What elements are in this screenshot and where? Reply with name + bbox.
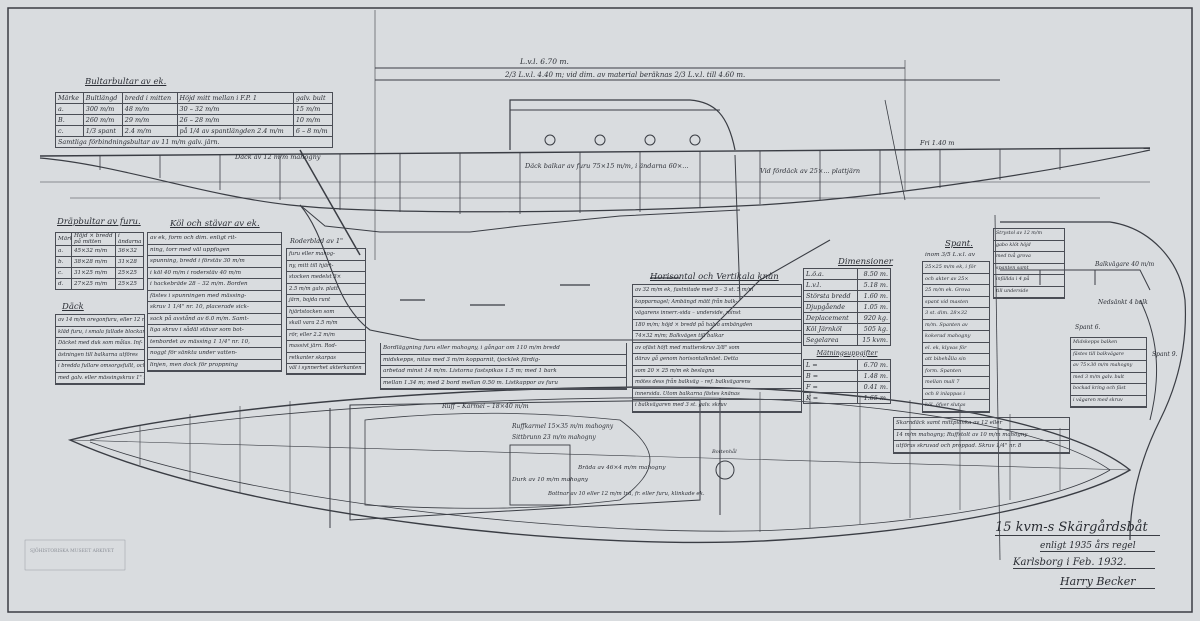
table-row: F =0.41 m. xyxy=(803,381,892,393)
stringer-text-block: av 32 m/m ek, fastnitade med 3 – 3 st. 5… xyxy=(632,284,802,413)
table-row: L.v.l.5.18 m. xyxy=(803,279,892,291)
deck-label: Däck av 12 m/m mahogny xyxy=(235,153,321,161)
drawing-title: 15 kvm-s Skärgårdsbåt xyxy=(995,520,1160,536)
drop-table-title: Dräpbultar av furu. xyxy=(57,217,141,227)
section-label: Spant 6. xyxy=(1075,324,1101,331)
plan-label-cockpit: Ruffkarmel 15×35 m/m mahogny xyxy=(512,423,614,430)
rudder-text-block: furu eller mahog-ny, mitt till hjärt-sto… xyxy=(286,248,366,375)
dim-two-thirds-label: 2/3 L.v.l. 4.40 m; vid dim. av material … xyxy=(505,71,746,79)
deck-beam-note: Däck balkar av furu 75×15 m/m, i ändarna… xyxy=(525,162,689,170)
drawing-place-date: Karlsborg i Feb. 1932. xyxy=(1013,557,1155,569)
plan-label-bench: Durk av 10 m/m mahogny xyxy=(512,477,588,483)
keel-outline xyxy=(299,204,831,341)
midship-section xyxy=(994,214,1187,561)
keel-text-block: av ek, form och dim. enligt rit-ning, to… xyxy=(147,232,282,372)
plan-label-side: Bräda av 46×4 m/m mahogny xyxy=(578,465,666,471)
designer-signature: Harry Becker xyxy=(1060,575,1155,589)
bolt-table-title: Bultarbultar av ek. xyxy=(85,77,167,87)
section-label: Balkvägare 40 m/m xyxy=(1095,261,1155,268)
plan-label-tank: Bottenhål xyxy=(712,449,737,455)
frames-subtitle: inom 3/5 L.v.l. av xyxy=(925,252,975,258)
plan-label-ruff: Ruff – Karmel – 18×40 m/m xyxy=(442,403,529,410)
cockpit-outline xyxy=(349,399,701,521)
section-label: Nedsänkt 4 balk xyxy=(1098,299,1148,306)
plan-label-cockpit: Sittbrunn 23 m/m mahogny xyxy=(512,434,596,441)
frames-title: Spant. xyxy=(945,239,973,249)
table-row: L =6.70 m. xyxy=(803,359,892,371)
keel-block-title: Köl och stävar av ek. xyxy=(170,219,260,229)
archive-stamp xyxy=(24,539,126,571)
measure-title: Mätningsuppgifter xyxy=(816,348,878,357)
deck-plan xyxy=(67,386,1132,544)
planking-text-block: Bordläggning furu eller mahogny, i gånga… xyxy=(380,343,627,390)
drawing-subtitle: enligt 1935 års regel xyxy=(1040,541,1155,552)
table-row: L.ö.a.8.50 m. xyxy=(803,268,892,280)
table-row: B =1.48 m. xyxy=(803,370,892,382)
dimensions-table: L.ö.a.8.50 m. L.v.l.5.18 m. Största bred… xyxy=(803,268,892,404)
cabin-outline xyxy=(509,99,736,151)
table-row: K =1.65 m. xyxy=(803,392,892,404)
dim-lvl-label: L.v.l. 6.70 m. xyxy=(520,57,569,66)
stringer-block-title: Horisontal och Vertikala knän xyxy=(650,272,779,282)
mast-note: Vid fördäck av 25×... plattjärn xyxy=(760,167,861,175)
plan-label-floor: Bottnar av 10 eller 12 m/m trä, fr. elle… xyxy=(548,491,705,497)
sheet-border xyxy=(7,7,1193,613)
rudder-block-title: Roderblad av 1" xyxy=(290,237,344,245)
hull-profile xyxy=(39,99,1151,341)
height-label: Fri 1.40 m xyxy=(920,139,955,147)
dimensions-title: Dimensioner xyxy=(838,257,893,267)
section-label: Spant 9. xyxy=(1152,351,1178,358)
deck-title: Däck xyxy=(62,302,84,312)
archive-stamp-text: SJÖHISTORISKA MUSEET ARKIVET xyxy=(30,549,114,554)
